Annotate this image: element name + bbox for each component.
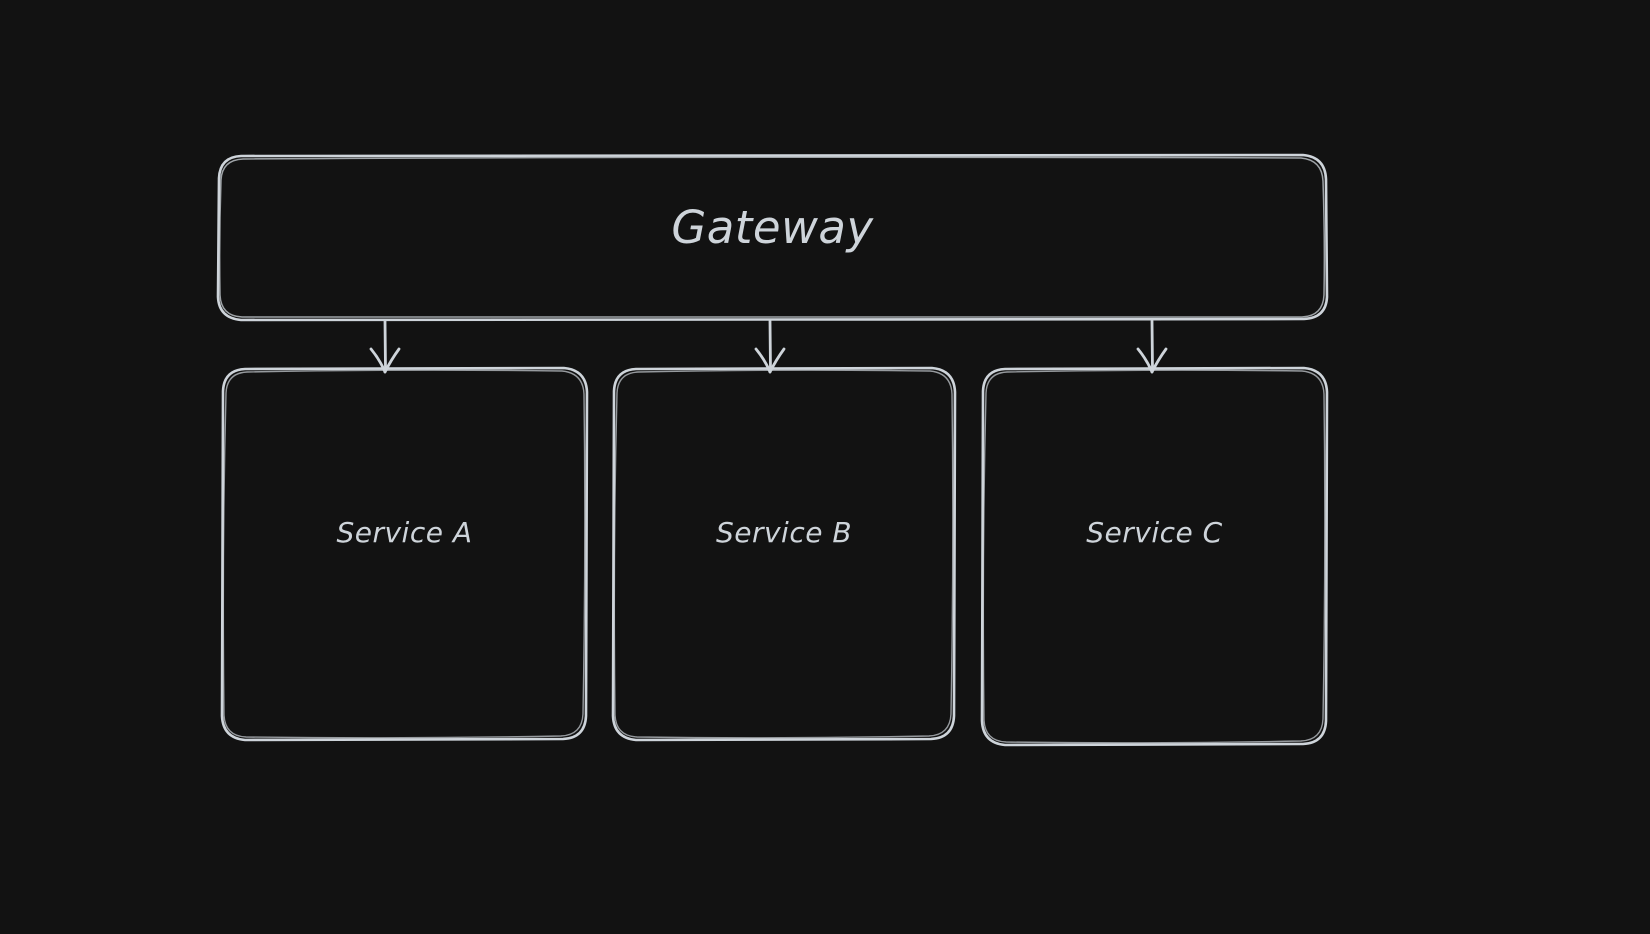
node-label-gateway: Gateway [671, 201, 874, 254]
node-service-a-shape[interactable] [220, 366, 589, 742]
edge-gateway-service-c[interactable] [1136, 319, 1168, 374]
node-label-service-b: Service B [715, 516, 853, 549]
edge-gateway-service-b[interactable] [754, 319, 786, 374]
node-service-c-shape[interactable] [980, 366, 1329, 747]
node-label-service-a: Service A [336, 516, 473, 549]
node-label-service-c: Service C [1086, 516, 1223, 549]
node-service-b-shape[interactable] [611, 366, 957, 742]
edge-gateway-service-a[interactable] [369, 319, 401, 374]
node-gateway-shape[interactable] [216, 153, 1329, 322]
